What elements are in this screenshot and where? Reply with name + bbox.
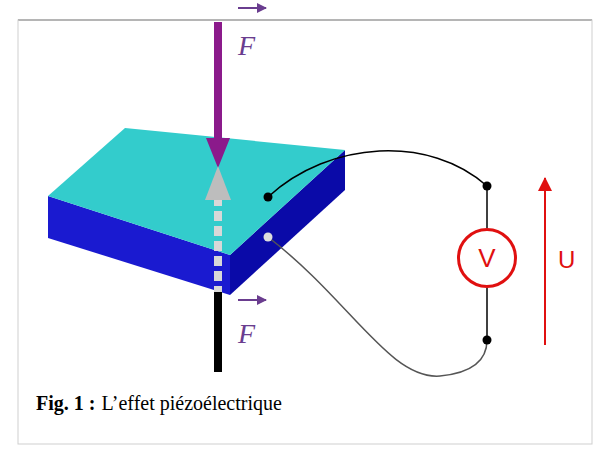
voltage-label: U [558, 246, 575, 274]
hidden-arrow-shaft [214, 196, 222, 292]
wire [268, 237, 487, 376]
force-arrow-shaft [214, 292, 222, 372]
wire [268, 151, 487, 197]
force-label: F [238, 318, 255, 350]
terminal-dot [483, 182, 492, 191]
force-arrow-head [206, 138, 230, 168]
force-arrow-head [205, 166, 231, 200]
voltmeter-circle: V [457, 228, 517, 288]
terminal-dot [483, 336, 492, 345]
figure-caption: L’effet piézoélectrique [101, 392, 281, 415]
electrode-contact [264, 193, 273, 202]
figure-number: Fig. 1 : [36, 392, 95, 415]
force-arrow-shaft [214, 22, 222, 140]
voltage-arrow [544, 178, 546, 345]
force-label: F [238, 30, 255, 62]
slab-top-face [48, 128, 345, 255]
wire [486, 186, 488, 228]
wire [486, 288, 488, 340]
figure-frame [18, 20, 592, 444]
vector-arrow [238, 299, 266, 301]
meter-letter: V [478, 243, 495, 274]
electrode-contact [264, 233, 273, 242]
vector-arrow [238, 7, 266, 9]
